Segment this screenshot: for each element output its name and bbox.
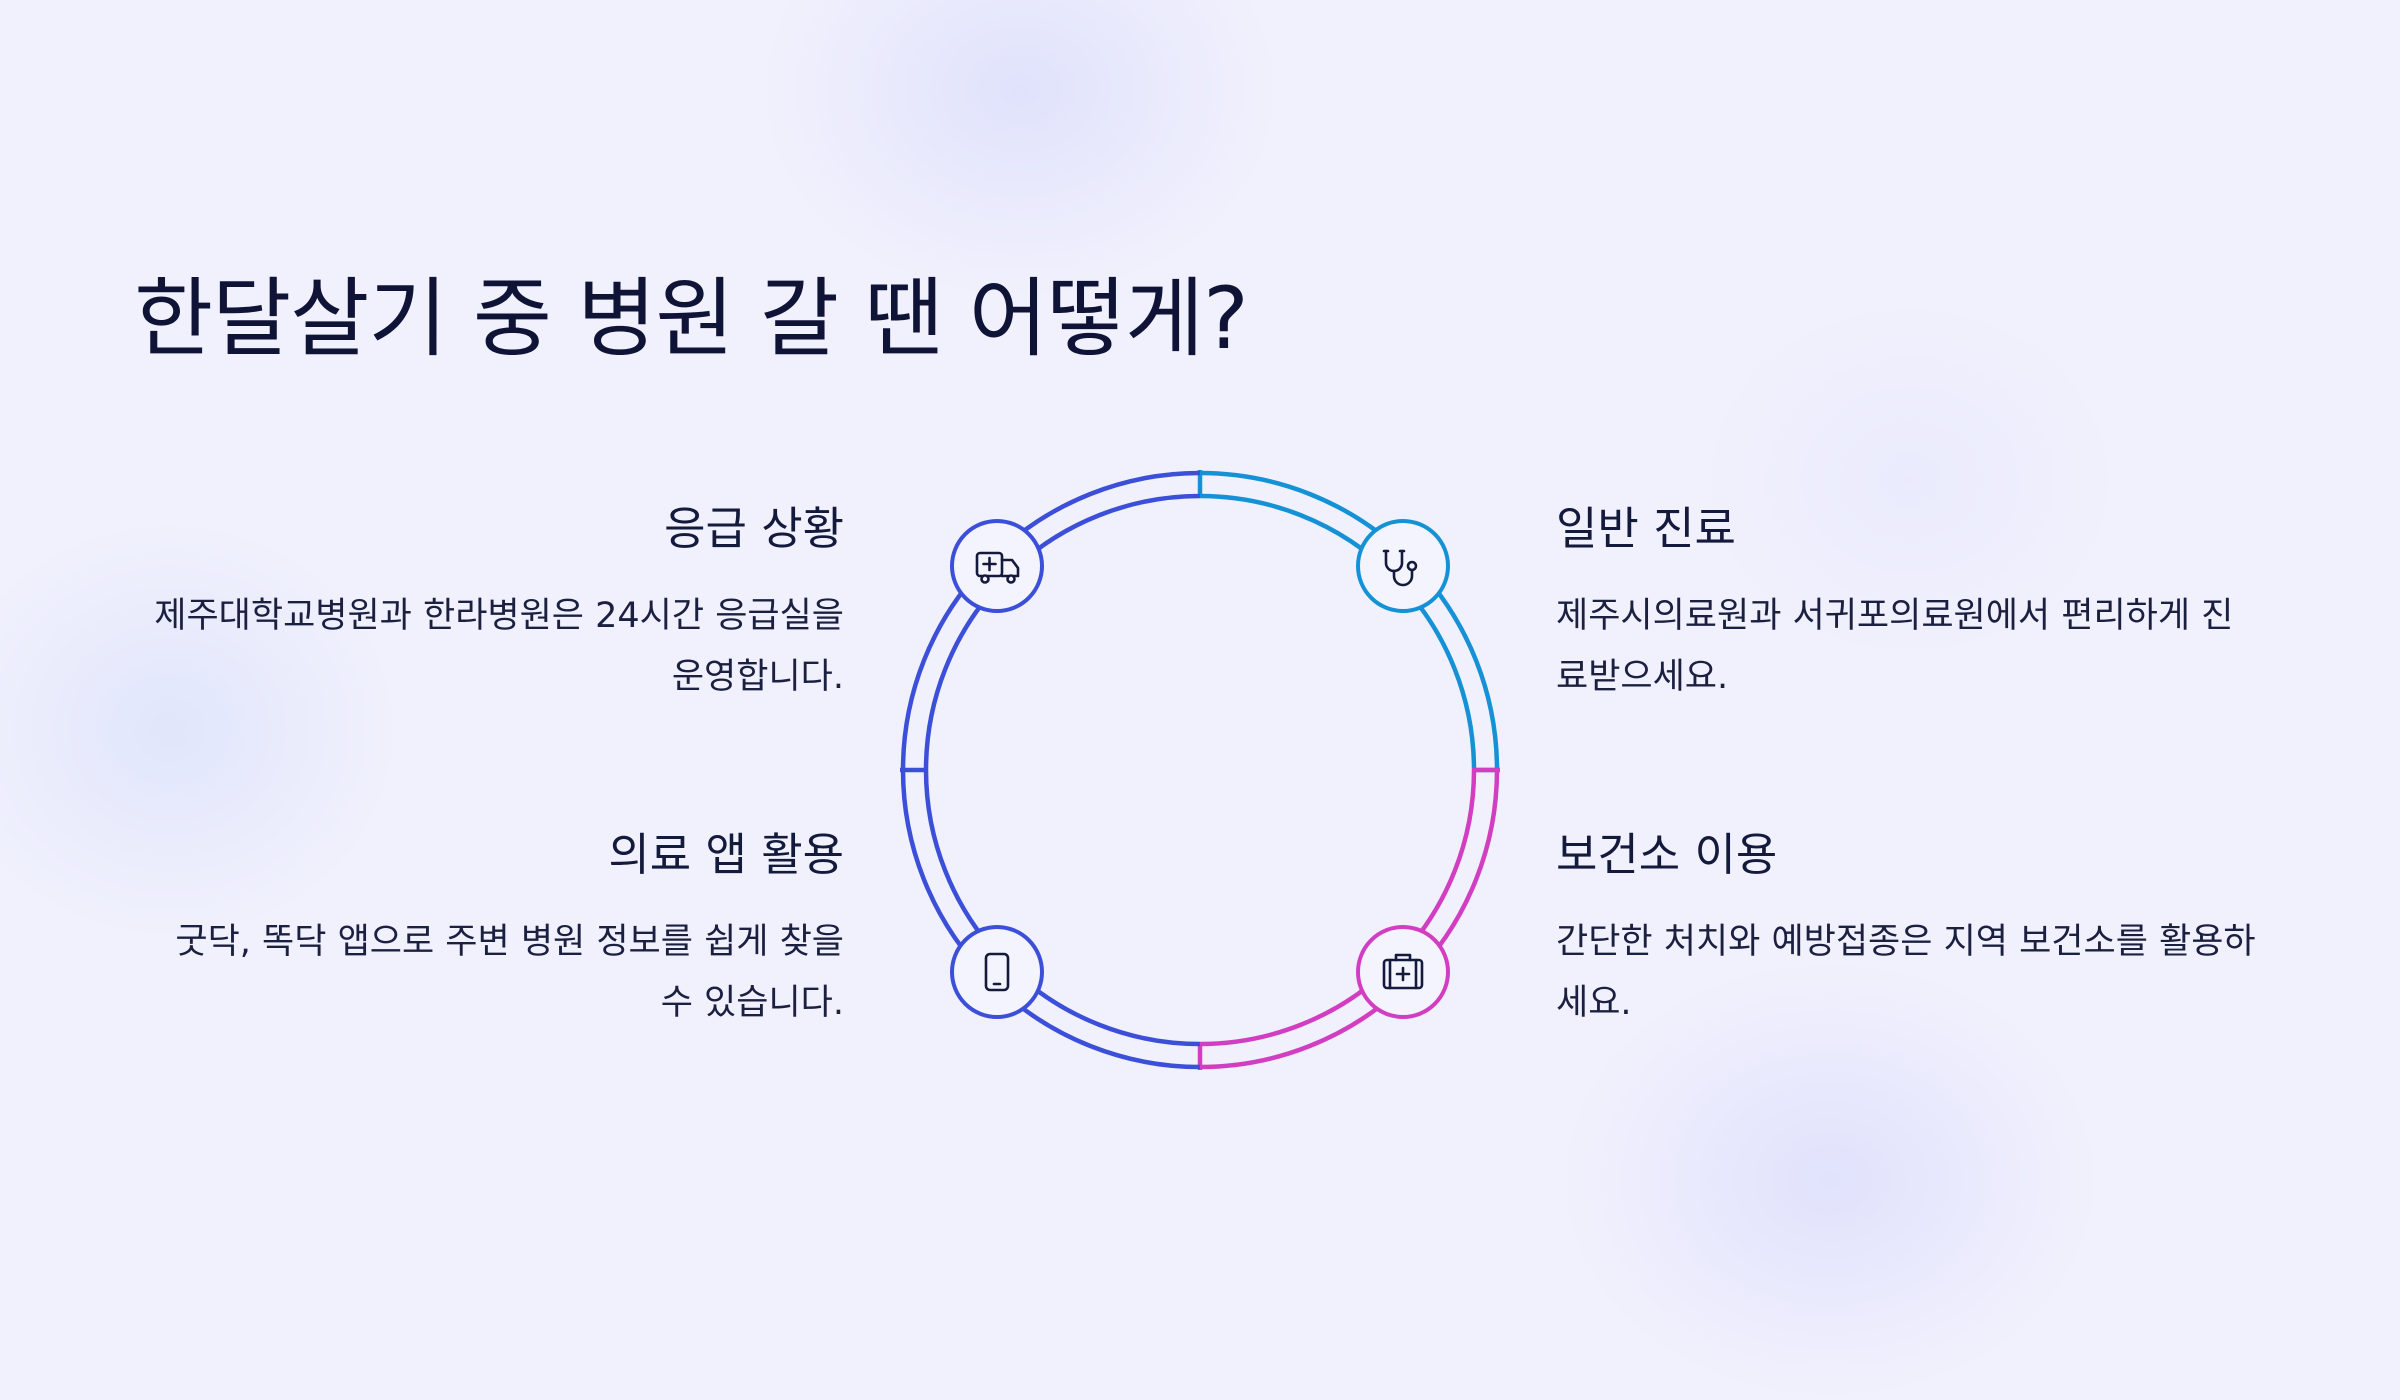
- ring-segment-bottom-left: [900, 767, 1201, 1070]
- stethoscope-icon: [1382, 549, 1418, 587]
- stethoscope-node: [1356, 519, 1450, 613]
- general-care-heading: 일반 진료: [1556, 502, 1736, 555]
- emergency-heading: 응급 상황: [664, 502, 844, 555]
- medical-app-description: 굿닥, 똑닥 앱으로 주변 병원 정보를 쉽게 찾을 수 있습니다.: [175, 922, 844, 1023]
- ambulance-icon: [975, 551, 1020, 584]
- medical-app-block: 의료 앱 활용 굿닥, 똑닥 앱으로 주변 병원 정보를 쉽게 찾을 수 있습니…: [134, 828, 844, 1034]
- ring-segment-bottom-right: [1197, 767, 1500, 1070]
- emergency-description: 제주대학교병원과 한라병원은 24시간 응급실을 운영합니다.: [154, 596, 844, 697]
- general-care-block: 일반 진료 제주시의료원과 서귀포의료원에서 편리하게 진료받으세요.: [1556, 502, 2256, 708]
- health-center-block: 보건소 이용 간단한 처치와 예방접종은 지역 보건소를 활용하세요.: [1556, 828, 2256, 1034]
- health-center-heading: 보건소 이용: [1556, 828, 1778, 881]
- cycle-diagram: [900, 470, 1500, 1070]
- ambulance-node: [950, 519, 1044, 613]
- first-aid-kit-icon: [1382, 953, 1424, 990]
- ring-segment-top-left: [900, 470, 1201, 771]
- smartphone-icon: [984, 952, 1010, 992]
- general-care-description: 제주시의료원과 서귀포의료원에서 편리하게 진료받으세요.: [1556, 596, 2234, 697]
- health-center-description: 간단한 처치와 예방접종은 지역 보건소를 활용하세요.: [1556, 922, 2256, 1023]
- page-title: 한달살기 중 병원 갈 땐 어떻게?: [134, 269, 1249, 369]
- emergency-block: 응급 상황 제주대학교병원과 한라병원은 24시간 응급실을 운영합니다.: [134, 502, 844, 708]
- medical-app-heading: 의료 앱 활용: [608, 828, 844, 881]
- ring-segment-top-right: [1197, 470, 1500, 773]
- first-aid-kit-node: [1356, 925, 1450, 1019]
- smartphone-node: [950, 925, 1044, 1019]
